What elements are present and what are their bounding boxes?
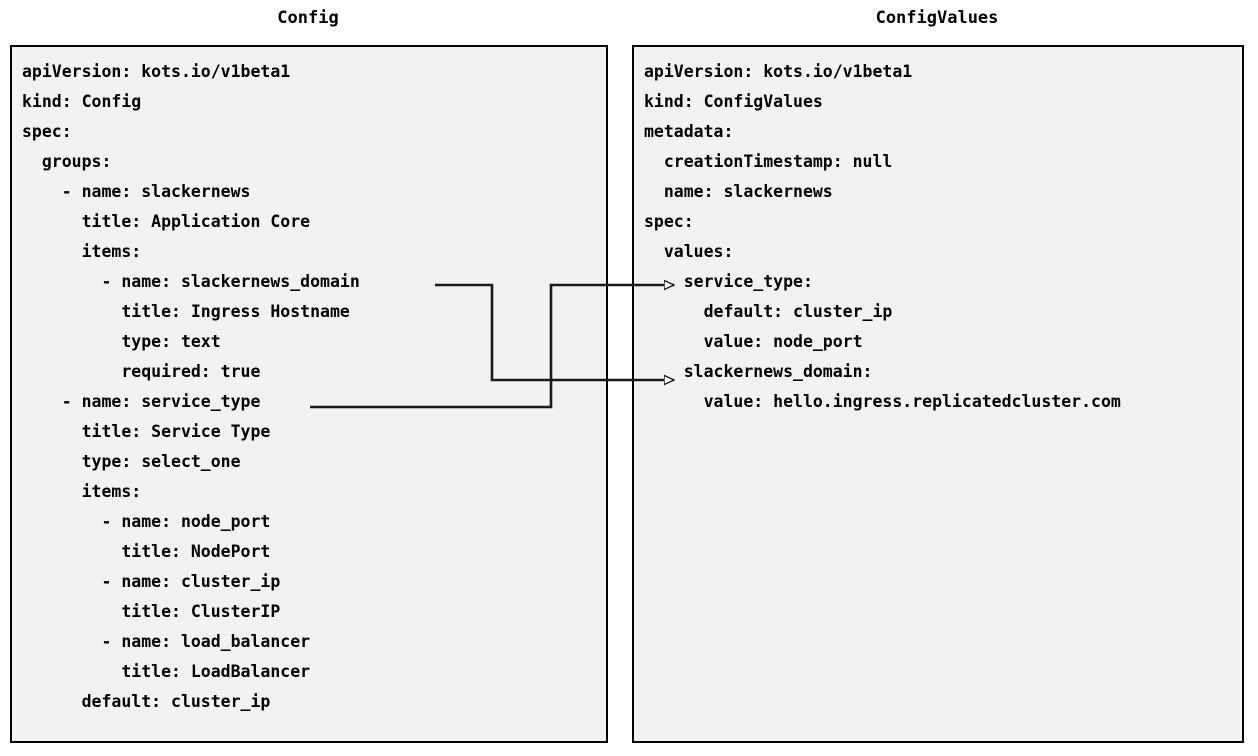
code-line: value: node_port [644,332,863,351]
code-line: metadata: [644,122,734,141]
code-line: kind: ConfigValues [644,92,823,111]
code-line: title: Service Type [22,422,271,441]
code-line: creationTimestamp: null [644,152,893,171]
code-line: title: Ingress Hostname [22,302,350,321]
code-line: type: select_one [22,452,241,471]
code-line: spec: [22,122,72,141]
code-line: default: cluster_ip [22,692,271,711]
configvalues-panel: apiVersion: kots.io/v1beta1 kind: Config… [632,45,1244,743]
code-line: value: hello.ingress.replicatedcluster.c… [644,392,1121,411]
code-line: kind: Config [22,92,142,111]
code-line: spec: [644,212,694,231]
code-line: items: [22,482,142,501]
code-line: values: [644,242,734,261]
configvalues-yaml-block: apiVersion: kots.io/v1beta1 kind: Config… [644,57,1242,417]
code-line: title: LoadBalancer [22,662,311,681]
code-line: apiVersion: kots.io/v1beta1 [644,62,913,81]
panel-title-configvalues: ConfigValues [875,8,999,28]
code-line-slackernews-domain-target: slackernews_domain: [644,362,873,381]
code-line-service-type: - name: service_type [22,392,261,411]
panel-title-config: Config [277,8,339,28]
config-panel: apiVersion: kots.io/v1beta1 kind: Config… [10,45,608,743]
code-line: default: cluster_ip [644,302,893,321]
code-line: - name: cluster_ip [22,572,281,591]
code-line: items: [22,242,142,261]
code-line: title: ClusterIP [22,602,281,621]
code-line: required: true [22,362,261,381]
code-line-slackernews-domain: - name: slackernews_domain [22,272,360,291]
code-line: - name: node_port [22,512,271,531]
code-line: title: NodePort [22,542,271,561]
code-line: - name: slackernews [22,182,251,201]
config-yaml-block: apiVersion: kots.io/v1beta1 kind: Config… [22,57,606,717]
code-line: title: Application Core [22,212,311,231]
code-line-service-type-target: service_type: [644,272,813,291]
code-line: - name: load_balancer [22,632,311,651]
code-line: type: text [22,332,221,351]
code-line: apiVersion: kots.io/v1beta1 [22,62,291,81]
code-line: groups: [22,152,112,171]
code-line: name: slackernews [644,182,833,201]
